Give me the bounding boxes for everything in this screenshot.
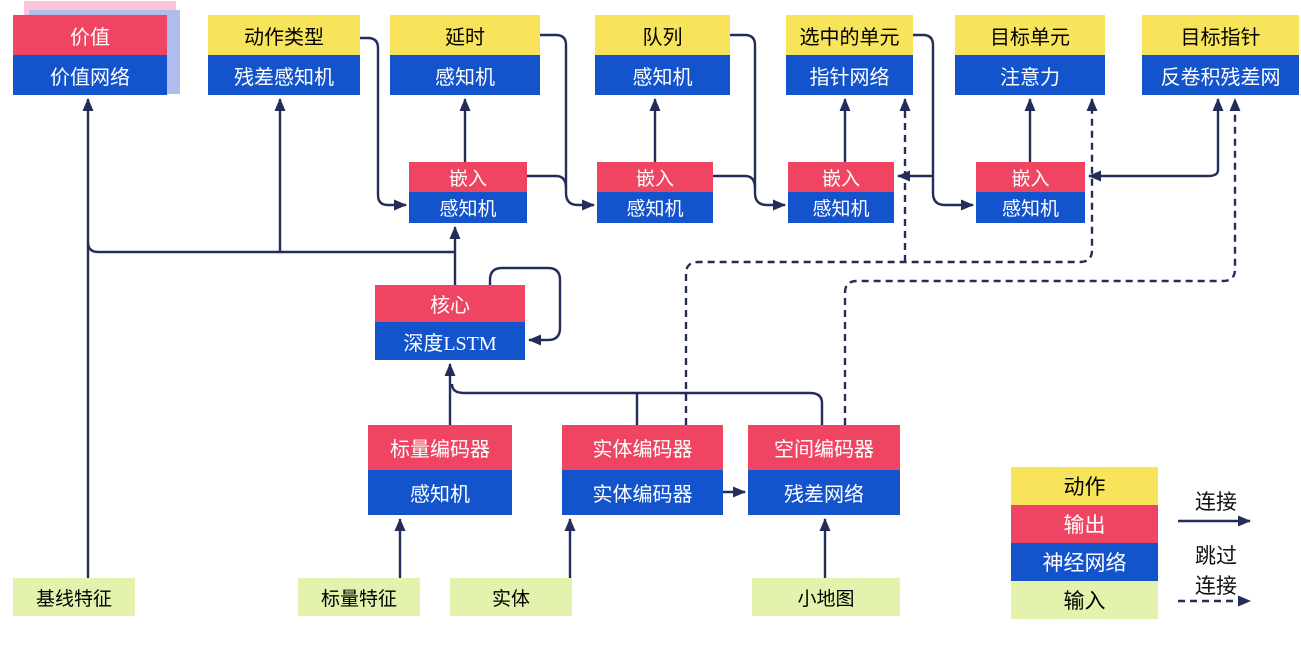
deconv-resnet-label: 反卷积残差网 [1142,55,1299,95]
node-embedding-3: 嵌入 感知机 [788,162,894,223]
scalar-encoder-mlp-label: 感知机 [368,470,512,515]
embedding-3-label: 嵌入 [788,162,894,192]
core-label: 核心 [375,285,525,322]
residual-mlp-label: 残差感知机 [208,55,360,95]
node-embedding-2: 嵌入 感知机 [597,162,713,223]
pointer-network-label: 指针网络 [786,55,913,95]
wire-spatial-to-core [450,383,824,425]
input-baseline-features: 基线特征 [13,578,135,616]
queue-mlp-label: 感知机 [595,55,730,95]
scalar-encoder-label: 标量编码器 [368,425,512,470]
deep-lstm-label: 深度LSTM [375,322,525,360]
input-entities: 实体 [450,578,572,616]
wire-queue-to-embedding3 [730,33,786,211]
wire-core-branch-left [86,241,455,254]
node-target-unit-head: 目标单元 注意力 [955,15,1105,95]
delay-label: 延时 [390,15,540,55]
embedding-2-label: 嵌入 [597,162,713,192]
skip-spatial-to-deconv [843,98,1241,425]
legend-output-label: 输出 [1011,505,1158,543]
legend-skip-label-line1: 跳过 [1195,544,1237,568]
skip-entity-to-attention [684,98,1098,425]
target-pointer-label: 目标指针 [1142,15,1299,55]
selected-units-label: 选中的单元 [786,15,913,55]
target-unit-label: 目标单元 [955,15,1105,55]
wire-feedback-embedding4 [1088,169,1220,182]
legend-network-label: 神经网络 [1011,543,1158,581]
node-action-type-head: 动作类型 残差感知机 [208,15,360,95]
value-network-label: 价值网络 [13,55,167,95]
input-scalar-features: 标量特征 [298,578,420,616]
attention-label: 注意力 [955,55,1105,95]
entity-encoder-label: 实体编码器 [562,425,723,470]
spatial-encoder-label: 空间编码器 [748,425,900,470]
residual-network-label: 残差网络 [748,470,900,515]
node-core: 核心 深度LSTM [375,285,525,360]
legend-skip-label-line2: 连接 [1195,574,1237,598]
node-delay-head: 延时 感知机 [390,15,540,95]
legend-input-label: 输入 [1011,581,1158,619]
node-embedding-1: 嵌入 感知机 [409,162,527,223]
embedding-4-label: 嵌入 [976,162,1085,192]
wire-embedding2-join [713,174,757,189]
node-target-pointer-head: 目标指针 反卷积残差网 [1142,15,1299,95]
node-queue-head: 队列 感知机 [595,15,730,95]
embedding-2-mlp-label: 感知机 [597,192,713,223]
input-minimap: 小地图 [752,578,900,616]
node-value-head: 价值 价值网络 [13,15,167,95]
node-embedding-4: 嵌入 感知机 [976,162,1085,223]
legend-action-label: 动作 [1011,467,1158,505]
queue-label: 队列 [595,15,730,55]
wire-delay-to-embedding2 [540,33,595,211]
node-spatial-encoder: 空间编码器 残差网络 [748,425,900,515]
wire-embedding1-join [527,174,568,189]
embedding-3-mlp-label: 感知机 [788,192,894,223]
embedding-1-label: 嵌入 [409,162,527,192]
embedding-4-mlp-label: 感知机 [976,192,1085,223]
node-selected-units-head: 选中的单元 指针网络 [786,15,913,95]
node-entity-encoder: 实体编码器 实体编码器 [562,425,723,515]
value-label: 价值 [13,15,167,55]
action-type-label: 动作类型 [208,15,360,55]
legend-solid-connection-label: 连接 [1195,490,1237,514]
embedding-1-mlp-label: 感知机 [409,192,527,223]
entity-encoder-net-label: 实体编码器 [562,470,723,515]
node-scalar-encoder: 标量编码器 感知机 [368,425,512,515]
legend-color-key: 动作 输出 神经网络 输入 [1011,467,1158,619]
delay-mlp-label: 感知机 [390,55,540,95]
